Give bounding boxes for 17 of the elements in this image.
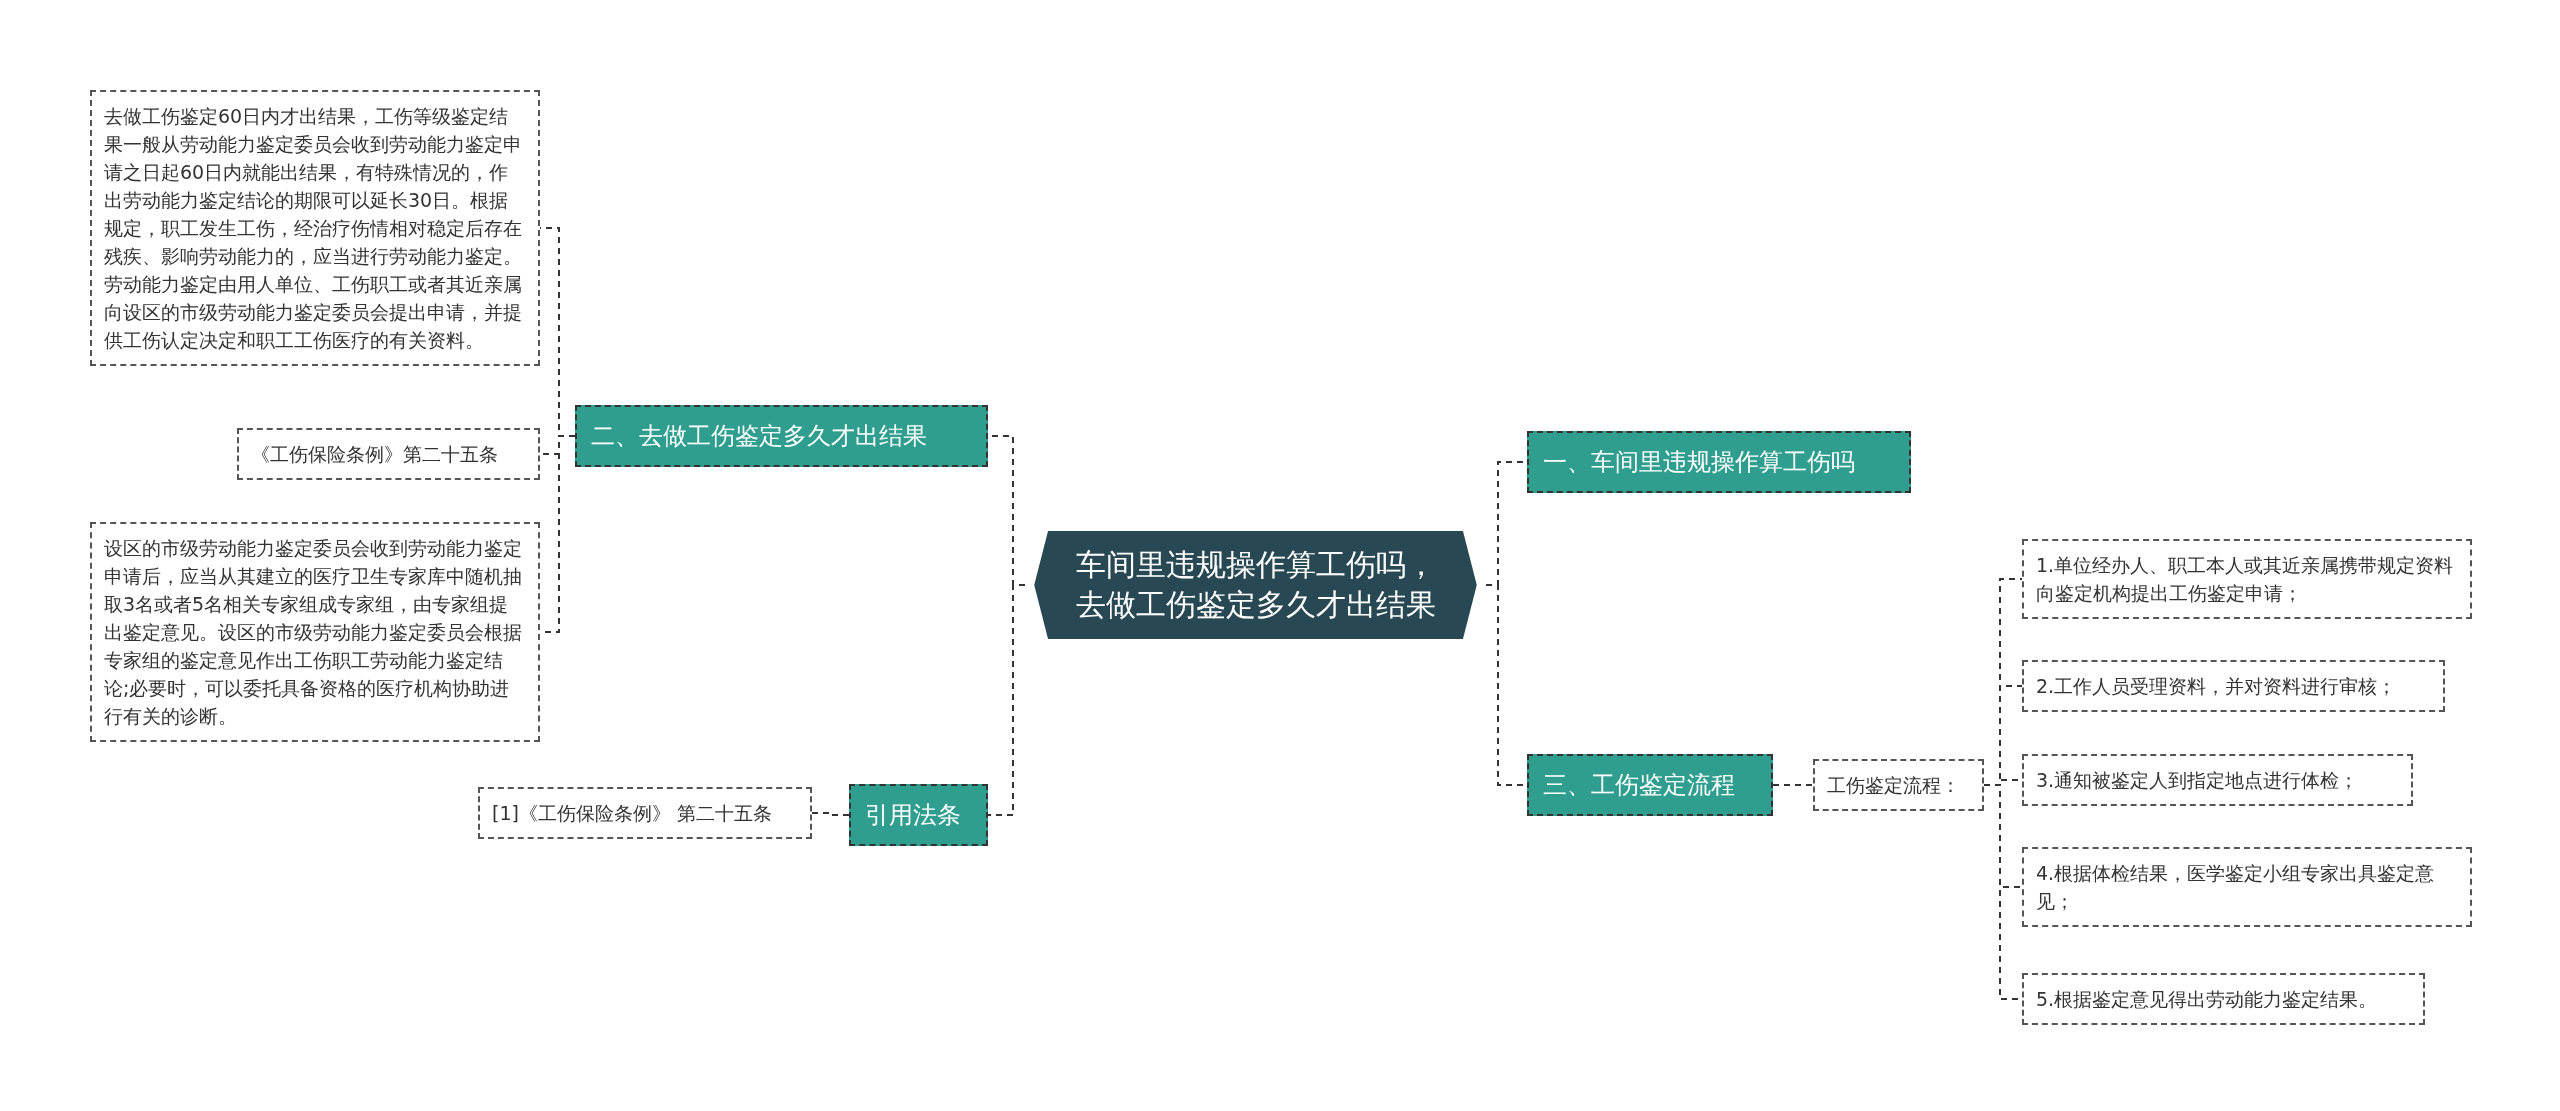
note-box: 去做工伤鉴定60日内才出结果，工伤等级鉴定结果一般从劳动能力鉴定委员会收到劳动能力鉴定申请之日起60日内就能出结果，有特殊情况的，作出劳动能力鉴定结论的期限可以延长30日。根据规定，职工发生工伤，经治疗伤情相对稳定后存在残疾、影响劳动能力的，应当进行劳动能力鉴定。劳动能力鉴定由用人单位、工伤职工或者其近亲属向设区的市级劳动能力鉴定委员会提出申请，并提供工伤认定决定和职工工伤医疗的有关资料。 [90,90,540,366]
note-box: 4.根据体检结果，医学鉴定小组专家出具鉴定意见； [2022,847,2472,927]
branch-topic: 引用法条 [849,784,988,846]
branch-topic: 二、去做工伤鉴定多久才出结果 [575,405,988,467]
branch-topic: 一、车间里违规操作算工伤吗 [1527,431,1911,493]
branch-topic: 三、工伤鉴定流程 [1527,754,1773,816]
note-box: 1.单位经办人、职工本人或其近亲属携带规定资料向鉴定机构提出工伤鉴定申请； [2022,539,2472,619]
connector-line [987,584,1026,816]
note-box: 2.工作人员受理资料，并对资料进行审核； [2022,660,2445,712]
note-box: [1]《工伤保险条例》 第二十五条 [478,787,812,839]
note-box: 5.根据鉴定意见得出劳动能力鉴定结果。 [2022,973,2425,1025]
note-box: 《工伤保险条例》第二十五条 [237,428,540,480]
note-box: 工伤鉴定流程： [1813,759,1984,811]
note-box: 设区的市级劳动能力鉴定委员会收到劳动能力鉴定申请后，应当从其建立的医疗卫生专家库中随机抽取3名或者5名相关专家组成专家组，由专家组提出鉴定意见。设区的市级劳动能力鉴定委员会根据专家组的鉴定意见作出工伤职工劳动能力鉴定结论;必要时，可以委托具备资格的医疗机构协助进行有关的诊断。 [90,522,540,742]
connector-line [1772,784,1814,786]
connector-line [811,812,850,816]
note-box: 3.通知被鉴定人到指定地点进行体检； [2022,754,2413,806]
